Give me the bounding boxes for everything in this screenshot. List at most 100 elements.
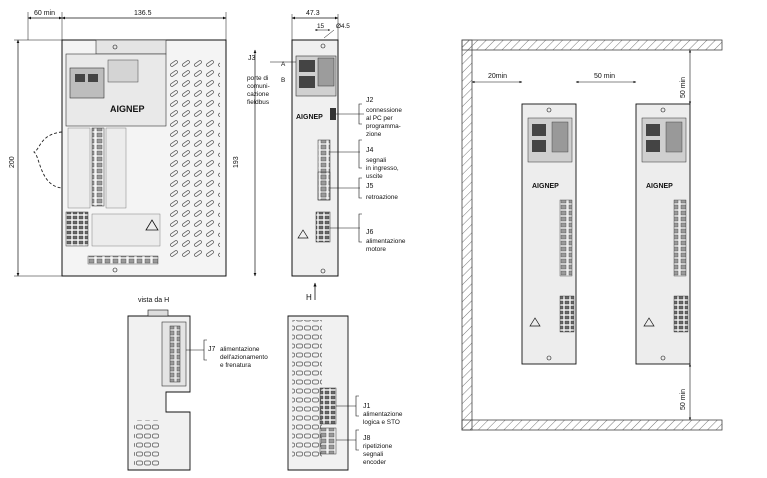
power-terminal <box>673 295 689 333</box>
j4-desc-1: segnali <box>366 157 386 164</box>
port-icon <box>646 124 660 136</box>
j4-id: J4 <box>366 147 374 154</box>
dim-offset-label: 15 <box>317 23 325 30</box>
j4-desc-2: in ingresso, <box>366 165 399 172</box>
terminal-label-area <box>67 127 91 209</box>
power-terminal <box>559 295 575 333</box>
j2-id: J2 <box>366 97 374 104</box>
j6-id: J6 <box>366 229 374 236</box>
j5-id: J5 <box>366 183 374 190</box>
j7-desc-1: alimentazione <box>220 346 260 353</box>
clearance-between-label: 50 min <box>594 73 615 80</box>
port-b <box>299 76 315 88</box>
dim-height-label: 200 <box>9 156 16 168</box>
dim-width-label: 136.5 <box>134 10 152 17</box>
front-view: 60 min 136.5 200 AIGNEP <box>9 10 227 277</box>
top-view-tab <box>147 309 169 317</box>
usb-connector <box>317 57 335 87</box>
power-connector <box>65 211 89 247</box>
callout-j5: J5 retroazione <box>330 177 398 201</box>
callout-j3: J3 porte di comuni- cazione fieldbus <box>247 55 296 106</box>
j4-desc-3: uscite <box>366 173 383 180</box>
h-marker-label: H <box>306 293 312 302</box>
j3-desc-3: cazione <box>247 91 269 98</box>
dim-hole-label: Ø4.5 <box>336 23 350 30</box>
bottom-view-vents <box>292 320 322 460</box>
callout-j6: J6 alimentazione motore <box>330 213 406 253</box>
j3-id: J3 <box>248 55 256 62</box>
port-icon <box>532 140 546 152</box>
callout-j2: J2 connessione al PC per programma- zion… <box>336 97 402 138</box>
j2-desc-4: zione <box>366 131 382 138</box>
signal-terminal <box>559 199 573 277</box>
dim-side-width-label: 47.3 <box>306 10 320 17</box>
signal-terminal <box>673 199 687 277</box>
callout-j8: J8 ripetizione segnali encoder <box>336 429 393 466</box>
top-connector-strip <box>95 39 167 55</box>
warning-triangle-icon <box>145 219 159 231</box>
port-b-label: B <box>281 77 285 84</box>
j6-terminal <box>315 211 331 243</box>
ethernet-port-a <box>75 74 85 82</box>
j3-desc-1: porte di <box>247 75 268 82</box>
ethernet-port-block <box>69 67 105 99</box>
mount-hole-icon <box>546 107 552 113</box>
j6-desc-2: motore <box>366 246 386 253</box>
side-brand-logo: AIGNEP <box>296 114 323 121</box>
drive-brand-logo: AIGNEP <box>646 183 673 190</box>
j5-terminal <box>317 171 331 201</box>
j1-desc-1: alimentazione <box>363 411 403 418</box>
dim-side-height-label: 193 <box>233 156 240 168</box>
warning-triangle-icon <box>529 317 541 327</box>
j2-desc-2: al PC per <box>366 115 394 122</box>
drive-unit-2: AIGNEP <box>635 103 691 365</box>
j8-connector <box>319 427 337 455</box>
j2-port <box>330 108 336 120</box>
warning-triangle-icon <box>643 317 655 327</box>
j2-desc-3: programma- <box>366 123 401 130</box>
j1-id: J1 <box>363 403 371 410</box>
port-a-label: A <box>281 61 286 68</box>
j7-desc-2: dell'azionamento <box>220 354 268 361</box>
j8-desc-2: segnali <box>363 451 383 458</box>
usb-connector <box>551 121 569 153</box>
brand-logo: AIGNEP <box>110 104 145 114</box>
bottom-terminal <box>87 255 159 265</box>
warning-triangle-icon <box>297 229 309 239</box>
top-view: vista da H J7 alimentazione dell'azionam… <box>127 297 268 471</box>
j6-desc-1: alimentazione <box>366 238 406 245</box>
cabinet-top-wall <box>461 39 723 51</box>
mount-hole-icon <box>660 107 666 113</box>
mount-hole-icon <box>320 268 326 274</box>
j7-pins <box>169 325 181 383</box>
callout-j7: J7 alimentazione dell'azionamento e fren… <box>186 339 268 369</box>
j5-desc-1: retroazione <box>366 194 398 201</box>
ethernet-port-b <box>88 74 98 82</box>
top-view-vents <box>134 420 160 466</box>
label-sticker <box>107 59 139 83</box>
cable-sketch <box>32 131 63 189</box>
side-view: 47.3 15 Ø4.5 193 A B AIGNEP H J3 porte d… <box>233 10 406 302</box>
j8-id: J8 <box>363 435 371 442</box>
clearance-left-label: 20min <box>488 73 507 80</box>
mount-hole-icon <box>546 355 552 361</box>
mount-hole-icon <box>660 355 666 361</box>
ventilation-grille <box>170 58 220 258</box>
clearance-top-label: 50 min <box>680 77 687 98</box>
j3-desc-4: fieldbus <box>247 99 269 106</box>
usb-connector <box>665 121 683 153</box>
terminal-label-area <box>105 127 127 209</box>
j7-desc-3: e frenatura <box>220 362 251 369</box>
mount-hole-icon <box>112 44 118 50</box>
port-icon <box>646 140 660 152</box>
callout-j4: J4 segnali in ingresso, uscite <box>330 139 399 180</box>
port-icon <box>532 124 546 136</box>
leader-line <box>323 29 335 39</box>
j8-desc-3: encoder <box>363 459 387 466</box>
cabinet-left-wall <box>461 39 473 431</box>
j2-desc-1: connessione <box>366 107 402 114</box>
mount-hole-icon <box>320 43 326 49</box>
clearance-bottom-label: 50 min <box>680 389 687 410</box>
cabinet-bottom-wall <box>461 419 723 431</box>
